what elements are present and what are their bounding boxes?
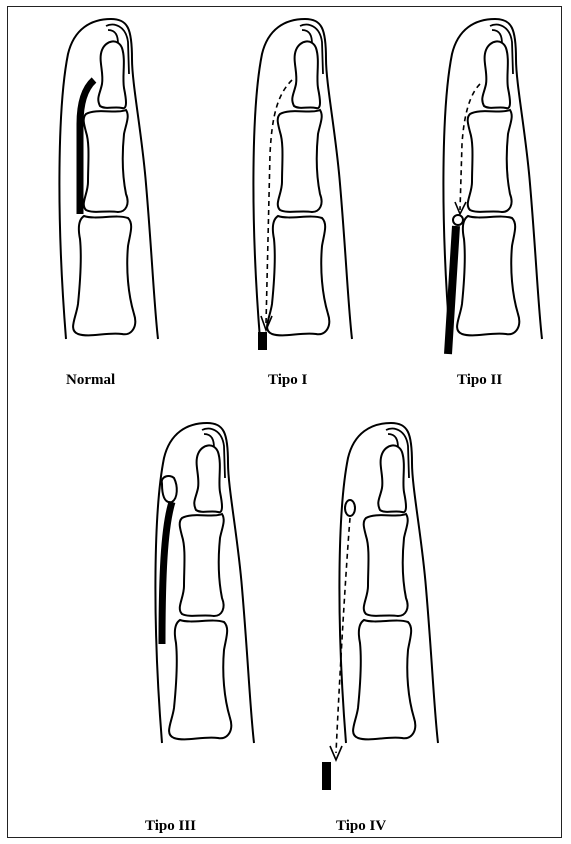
- finger-normal: [59, 19, 158, 339]
- bone-fragment: [162, 476, 177, 502]
- label-tipo3: Tipo III: [145, 818, 196, 835]
- finger-tipo4: [322, 423, 438, 790]
- tendon-stump: [322, 762, 331, 790]
- avulsed-fragment: [345, 500, 355, 516]
- tendon-stump: [448, 226, 456, 354]
- finger-tipo1: [253, 19, 352, 350]
- tendon-knot: [453, 215, 463, 225]
- label-normal: Normal: [66, 372, 115, 389]
- finger-tipo2: [443, 19, 542, 354]
- label-tipo1: Tipo I: [268, 372, 307, 389]
- tendon-stump: [258, 332, 267, 350]
- finger-tipo3: [155, 423, 254, 743]
- label-tipo4: Tipo IV: [336, 818, 386, 835]
- label-tipo2: Tipo II: [457, 372, 502, 389]
- tendon-stump: [162, 502, 172, 644]
- retracted-tendon-path: [336, 518, 350, 753]
